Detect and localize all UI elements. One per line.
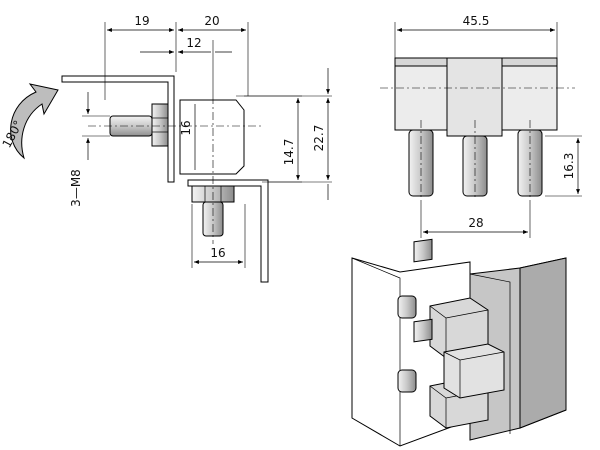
iso-middle-knuckle — [443, 343, 505, 399]
dim-16-bottom: 16 — [210, 246, 225, 260]
dim-22-7: 22.7 — [312, 125, 326, 152]
upper-bracket — [61, 75, 175, 183]
dim-14-7: 14.7 — [282, 139, 296, 166]
iso-upper-stud — [397, 295, 417, 319]
horizontal-nut — [151, 103, 169, 147]
dim-16-3: 16.3 — [562, 153, 576, 180]
dim-45-5: 45.5 — [463, 14, 490, 28]
iso-right-panel-fold — [519, 257, 567, 429]
iso-lower-nut — [413, 318, 433, 343]
isometric-view — [351, 238, 567, 447]
lower-bracket — [187, 179, 269, 283]
rotation-arrow-icon — [10, 83, 59, 160]
iso-upper-nut — [413, 238, 433, 263]
front-view: 180° 19 20 12 — [0, 14, 332, 283]
dim-20: 20 — [204, 14, 219, 28]
side-view: 45.5 16.3 28 — [380, 14, 582, 238]
dim-16-vertical: 16 — [179, 120, 193, 135]
iso-lower-stud — [397, 369, 417, 393]
dim-12: 12 — [186, 36, 201, 50]
side-knuckle-middle — [446, 57, 503, 137]
dim-28: 28 — [468, 216, 483, 230]
hinge-body — [179, 99, 245, 175]
side-knuckle-right — [501, 65, 558, 131]
side-knuckle-left — [394, 65, 448, 131]
dim-19: 19 — [134, 14, 149, 28]
thread-label: 3—M8 — [69, 169, 83, 207]
